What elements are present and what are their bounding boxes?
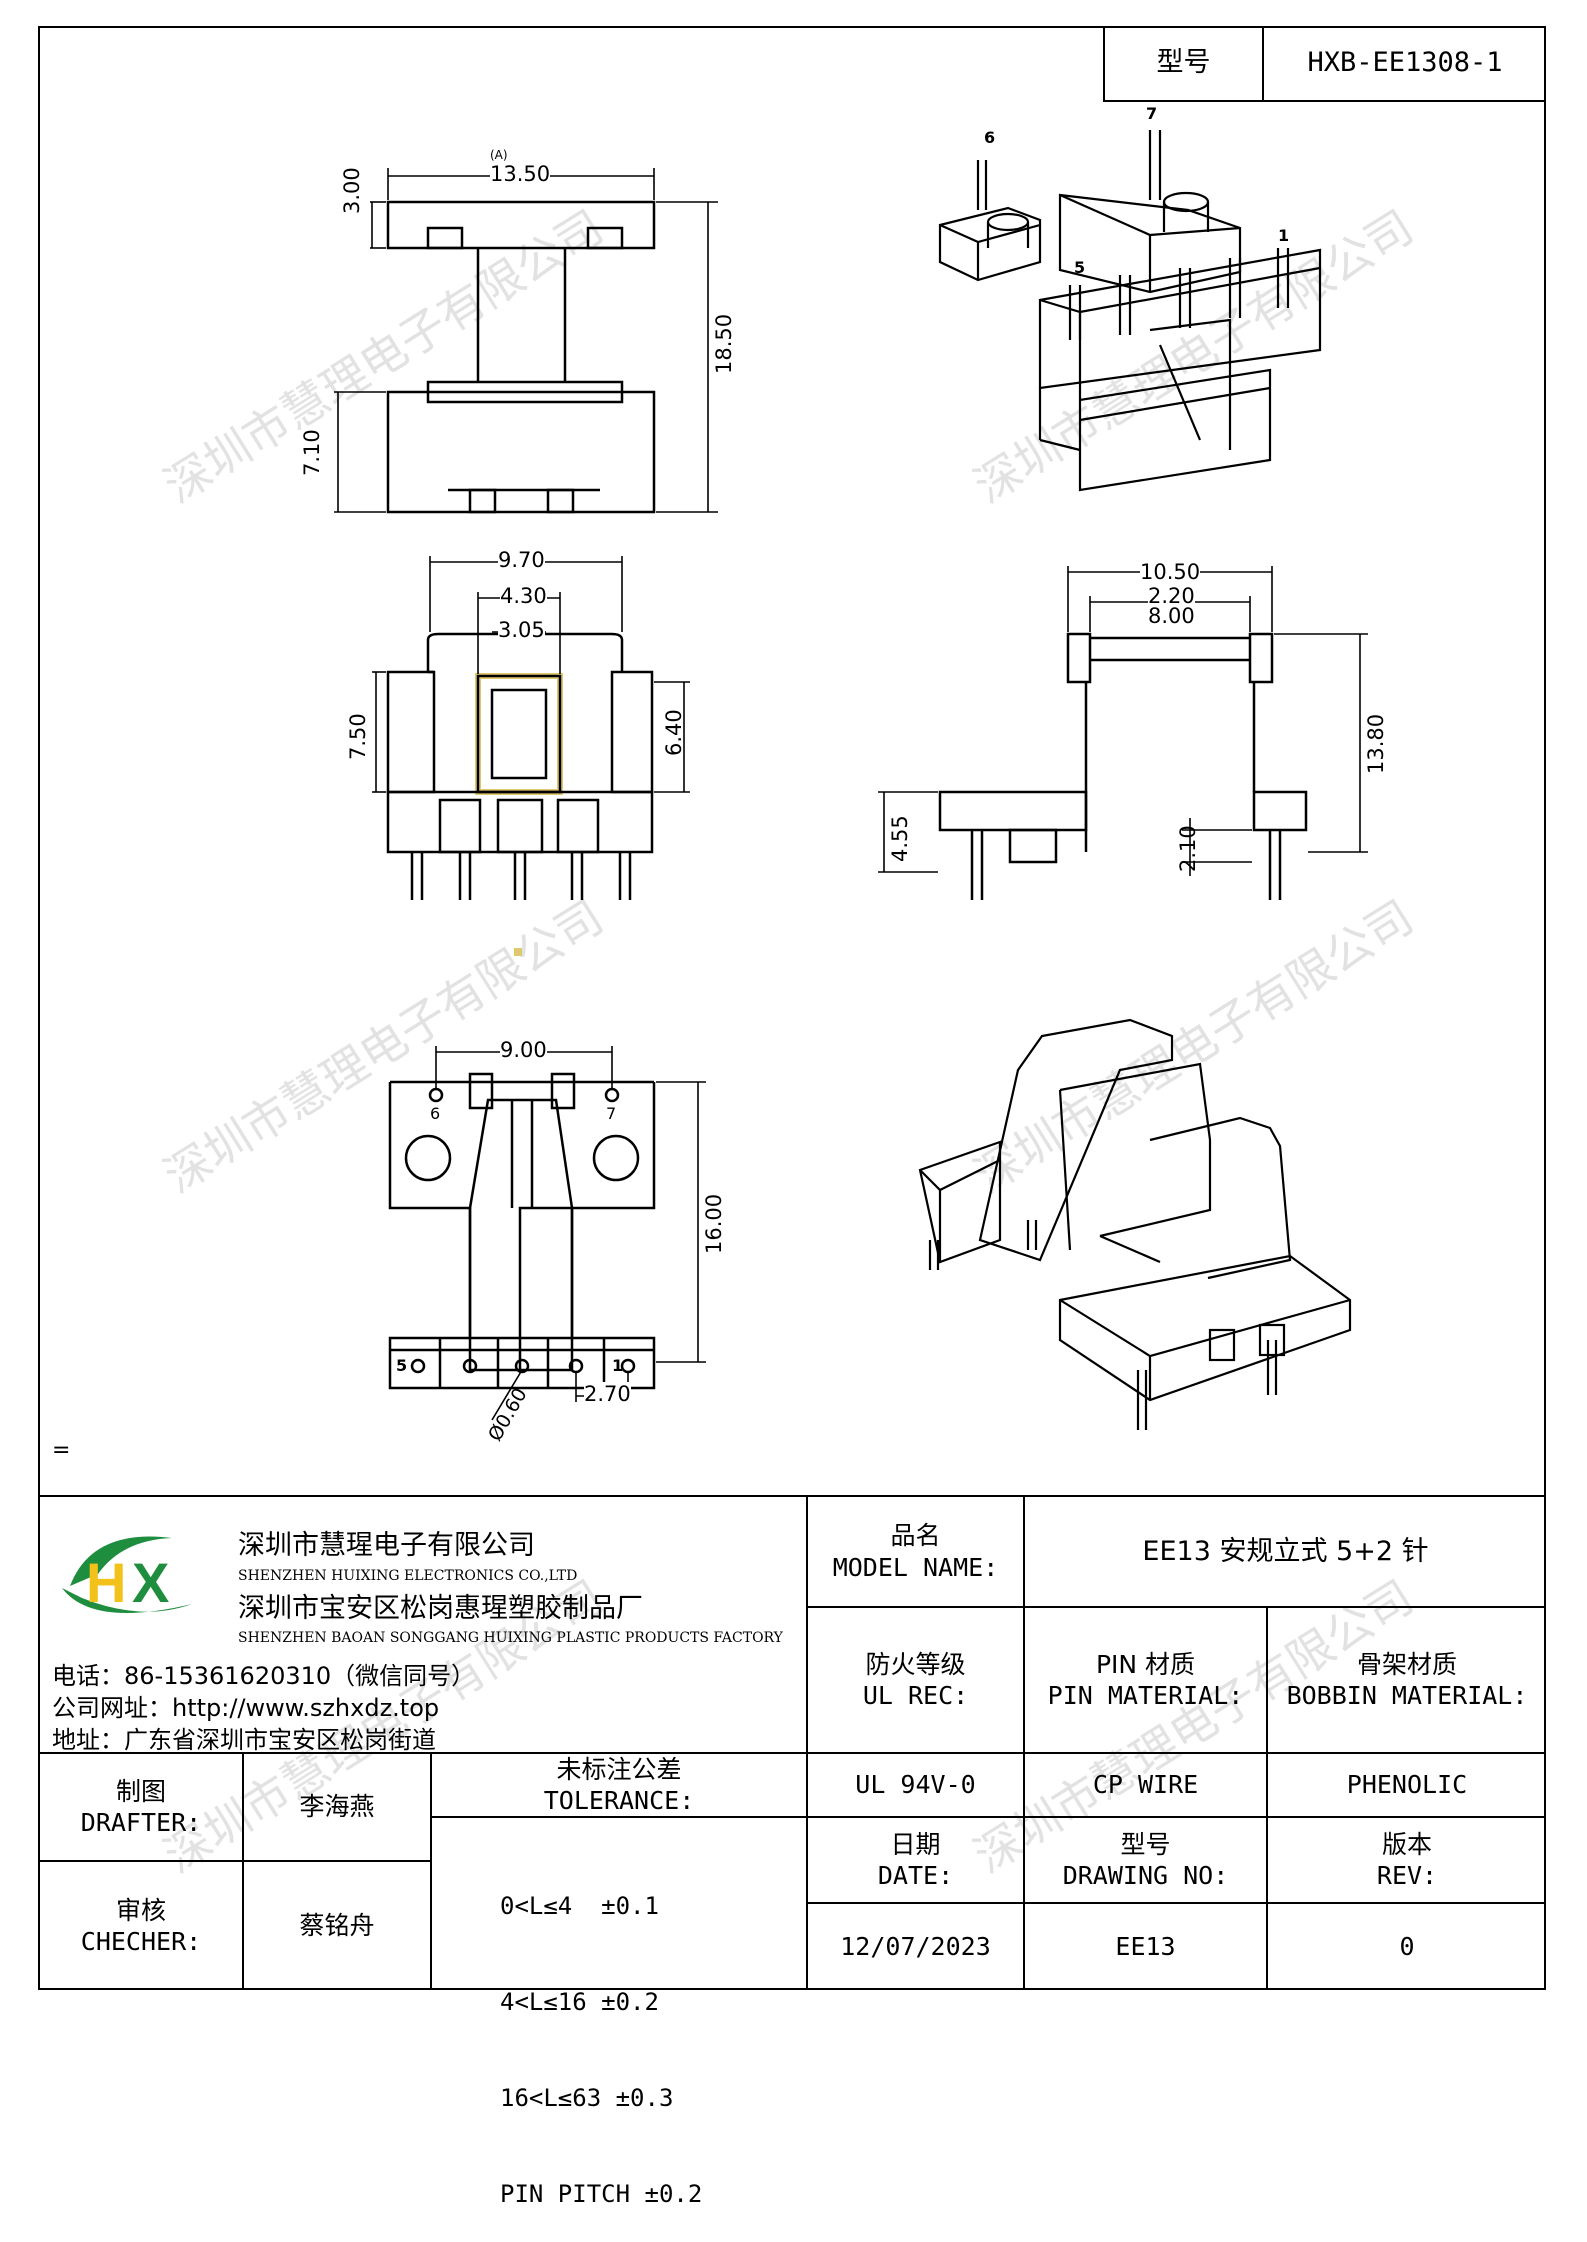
date-label: 日期 DATE:	[808, 1818, 1023, 1902]
model-name-label: 品名 MODEL NAME:	[808, 1497, 1023, 1606]
rev-value: 0	[1399, 1932, 1415, 1962]
technical-drawing	[334, 130, 1368, 1430]
front-view	[372, 556, 690, 956]
company-address: 地址：广东省深圳市宝安区松岗街道	[52, 1726, 436, 1754]
dim-step: 2.10	[1176, 825, 1200, 872]
pin-material-value: CP WIRE	[1092, 1770, 1199, 1800]
bottom-view	[388, 1046, 706, 1421]
svg-text:X: X	[132, 1551, 169, 1614]
dim-width: 13.50	[490, 162, 551, 186]
dim-outer: 9.70	[498, 548, 545, 572]
bottom-pin-1: 1	[612, 1356, 624, 1375]
model-label: 型号	[1156, 47, 1211, 79]
date-en: DATE:	[877, 1861, 954, 1890]
ul-rec-label: 防火等级 UL REC:	[808, 1608, 1023, 1752]
factory-name-en: SHENZHEN BAOAN SONGGANG HUIXING PLASTIC …	[238, 1630, 783, 1646]
tolerance-cn: 未标注公差	[556, 1754, 682, 1784]
tolerance-table: 0<L≤4 ±0.1 4<L≤16 ±0.2 16<L≤63 ±0.3 PIN …	[500, 1826, 702, 2242]
checker-cn: 审核	[115, 1895, 166, 1925]
model-name-value: EE13 安规立式 5+2 针	[1142, 1535, 1429, 1567]
drafter-cn: 制图	[115, 1776, 166, 1806]
drawing-no-value: EE13	[1115, 1932, 1176, 1962]
pin-material-cn: PIN 材质	[1095, 1649, 1196, 1679]
iso-pin-7: 7	[1146, 104, 1158, 123]
dim-span: 9.00	[500, 1038, 547, 1062]
iso-view-bottom	[918, 1018, 1352, 1430]
bottom-pin-5: 5	[396, 1356, 408, 1375]
company-name-en: SHENZHEN HUIXING ELECTRONICS CO.,LTD	[238, 1568, 578, 1584]
iso-pin-1: 1	[1278, 226, 1290, 245]
dim-height: 18.50	[712, 313, 736, 374]
dim-h: 13.80	[1364, 713, 1388, 774]
tolerance-row: 16<L≤63 ±0.3	[500, 2084, 674, 2112]
model-name-en: MODEL NAME:	[832, 1552, 999, 1582]
iso-view-top	[938, 130, 1322, 492]
top-view	[334, 168, 718, 514]
dim-pin: 4.55	[888, 815, 912, 862]
model-name-cn: 品名	[890, 1521, 941, 1551]
bobbin-material-cn: 骨架材质	[1356, 1649, 1457, 1679]
company-logo: H X	[52, 1518, 212, 1630]
company-phone: 电话：86-15361620310（微信同号）	[52, 1662, 476, 1690]
model-value: HXB-EE1308-1	[1307, 47, 1503, 79]
ul-rec-value: UL 94V-0	[855, 1770, 976, 1800]
pin-material-label: PIN 材质 PIN MATERIAL:	[1025, 1608, 1266, 1752]
dim-mid: 4.30	[500, 584, 547, 608]
drawing-no-cn: 型号	[1120, 1829, 1171, 1859]
tolerance-row: PIN PITCH ±0.2	[500, 2180, 703, 2208]
bobbin-material-en: BOBBIN MATERIAL:	[1286, 1681, 1528, 1710]
dim-inner: 3.05	[498, 618, 545, 642]
drawing-no-label: 型号 DRAWING NO:	[1025, 1818, 1266, 1902]
drafter-en: DRAFTER:	[80, 1808, 202, 1837]
iso-pin-5: 5	[1074, 258, 1086, 277]
drawing-frame	[38, 26, 1546, 1990]
date-value: 12/07/2023	[840, 1932, 991, 1962]
tolerance-en: TOLERANCE:	[543, 1786, 695, 1815]
tolerance-row: 4<L≤16 ±0.2	[500, 1988, 659, 2016]
model-header-box	[1103, 26, 1546, 102]
checker-label: 审核 CHECHER:	[40, 1862, 242, 1990]
pin-material-en: PIN MATERIAL:	[1047, 1681, 1244, 1710]
bobbin-material-label: 骨架材质 BOBBIN MATERIAL:	[1268, 1608, 1546, 1752]
dim-pitch: 2.70	[584, 1382, 631, 1406]
drafter-name: 李海燕	[299, 1792, 375, 1822]
drafter-label: 制图 DRAFTER:	[40, 1754, 242, 1860]
tag-width: (A)	[490, 148, 508, 162]
side-view	[878, 566, 1368, 900]
tolerance-label: 未标注公差 TOLERANCE:	[432, 1754, 806, 1816]
company-website[interactable]: 公司网址：http://www.szhxdz.top	[52, 1694, 440, 1722]
checker-name: 蔡铭舟	[299, 1911, 375, 1941]
rev-label: 版本 REV:	[1268, 1818, 1546, 1902]
bottom-pin-7: 7	[606, 1104, 617, 1123]
dim-left: 7.50	[346, 713, 370, 760]
company-name-cn: 深圳市慧瑆电子有限公司	[238, 1530, 535, 1561]
checker-en: CHECHER:	[80, 1927, 202, 1956]
dim-w3: 8.00	[1148, 604, 1195, 628]
factory-name-cn: 深圳市宝安区松岗惠瑆塑胶制品厂	[238, 1593, 643, 1624]
iso-pin-6: 6	[984, 128, 996, 147]
dim-base: 7.10	[300, 429, 324, 476]
ul-rec-cn: 防火等级	[865, 1649, 966, 1679]
svg-text:H: H	[86, 1551, 126, 1614]
rev-cn: 版本	[1381, 1829, 1432, 1859]
dim-len: 16.00	[702, 1193, 726, 1254]
stray-mark: =	[52, 1438, 71, 1463]
tolerance-row: 0<L≤4 ±0.1	[500, 1892, 659, 1920]
dim-right: 6.40	[662, 709, 686, 756]
bottom-pin-6: 6	[430, 1104, 441, 1123]
drawing-no-en: DRAWING NO:	[1062, 1861, 1229, 1890]
date-cn: 日期	[890, 1829, 941, 1859]
dim-w1: 10.50	[1140, 560, 1201, 584]
bobbin-material-value: PHENOLIC	[1346, 1770, 1468, 1800]
ul-rec-en: UL REC:	[862, 1681, 969, 1710]
dim-flange: 3.00	[340, 167, 364, 214]
rev-en: REV:	[1376, 1861, 1438, 1890]
